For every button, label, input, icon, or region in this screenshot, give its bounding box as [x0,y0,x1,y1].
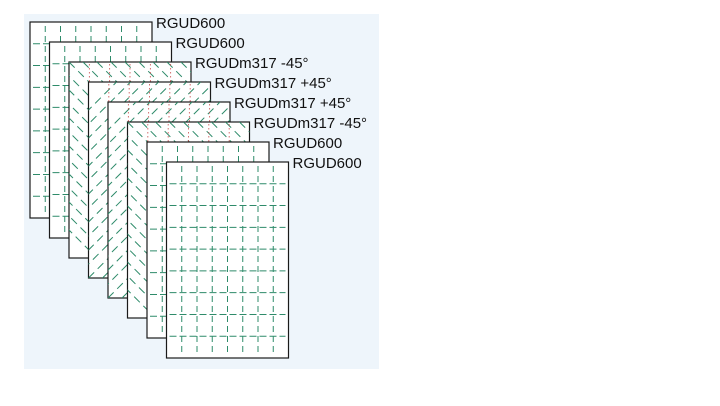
ply-label-2: RGUD600 [176,35,245,52]
ply-layer-8: RGUD600 [165,155,362,359]
ply-label-7: RGUD600 [273,135,342,152]
ply-label-1: RGUD600 [156,15,225,32]
ply-label-6: RGUDm317 -45° [254,115,368,132]
ply-label-8: RGUD600 [293,155,362,172]
ply-label-3: RGUDm317 -45° [195,55,309,72]
fiber-pattern [169,166,286,354]
ply-label-4: RGUDm317 +45° [215,75,332,92]
ply-label-5: RGUDm317 +45° [234,95,351,112]
